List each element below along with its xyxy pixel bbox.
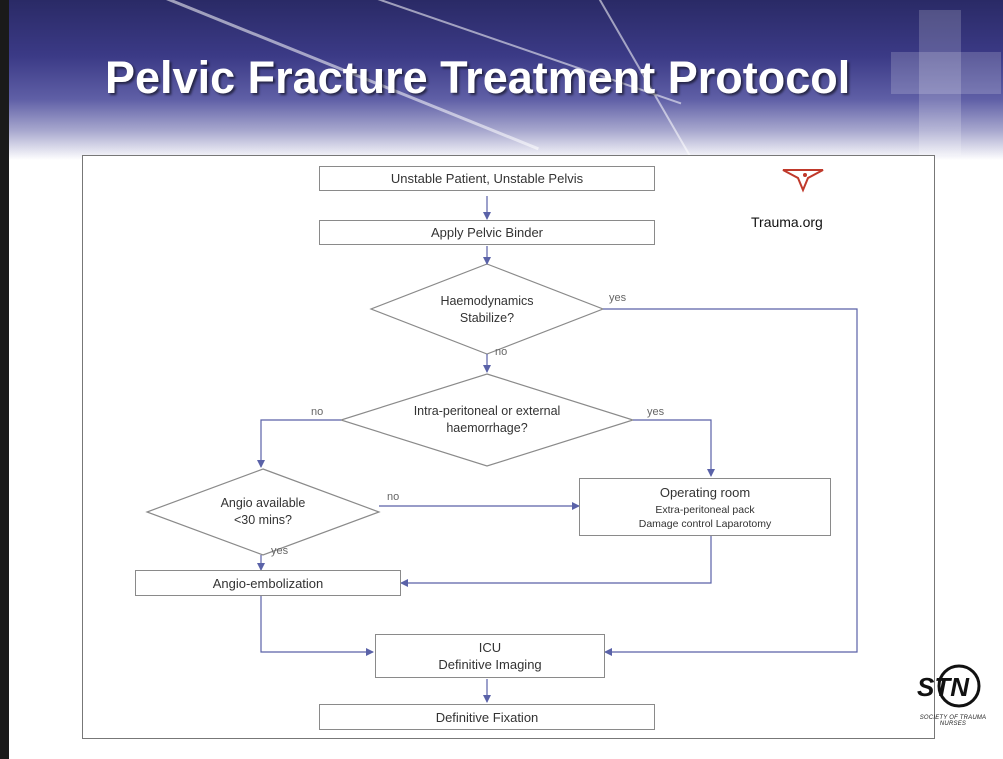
left-edge-bar [0, 0, 9, 759]
edge-label-haemo-yes: yes [609, 292, 627, 304]
node-label: ICU [478, 640, 502, 655]
decision-label-line: haemorrhage? [446, 421, 528, 435]
arrow-embolization-to-icu [260, 596, 374, 656]
node-unstable-patient: Unstable Patient, Unstable Pelvis [319, 166, 655, 191]
node-label: Definitive Fixation [435, 709, 539, 725]
decision-label-line: <30 mins? [233, 513, 293, 527]
decision-label-line: Intra-peritoneal or external [413, 404, 561, 418]
decision-diamond-angio [145, 468, 381, 556]
decision-label-line: Stabilize? [459, 311, 515, 325]
edge-label-intra-yes: yes [647, 406, 665, 418]
node-subtext: Damage control Laparotomy [638, 517, 772, 530]
node-label: Definitive Imaging [438, 657, 542, 672]
node-title: Operating room [659, 484, 751, 500]
pelvis-logo-icon [782, 169, 824, 193]
trauma-org-credit: Trauma.org [751, 214, 823, 230]
decision-diamond-haemorrhage [339, 373, 635, 467]
decision-label-haemodynamics: Haemodynamics Stabilize? [407, 293, 567, 327]
edge-label-intra-no: no [311, 406, 324, 418]
node-label: Apply Pelvic Binder [431, 225, 543, 240]
node-label: Angio-embolization [212, 575, 324, 591]
edge-label-angio-yes: yes [271, 545, 289, 557]
arrow-haemo-yes [603, 308, 858, 656]
node-subtext: Extra-peritoneal pack [655, 503, 755, 516]
decision-label-line: Haemodynamics [440, 294, 534, 308]
node-apply-binder: Apply Pelvic Binder [319, 220, 655, 245]
decision-label-angio: Angio available <30 mins? [183, 495, 343, 529]
stn-logo-text: STN [917, 672, 970, 702]
node-definitive-fixation: Definitive Fixation [319, 704, 655, 730]
stn-logo-subtext: SOCIETY OF TRAUMA NURSES [919, 715, 987, 727]
decision-label-haemorrhage: Intra-peritoneal or external haemorrhage… [357, 403, 617, 437]
slide-title: Pelvic Fracture Treatment Protocol [105, 52, 851, 103]
arrow-or-to-embolization [400, 536, 712, 587]
node-label: Unstable Patient, Unstable Pelvis [390, 171, 584, 186]
arrow-intra-yes [633, 419, 715, 477]
slide-header [9, 0, 1003, 160]
cross-decoration [919, 10, 961, 155]
decision-label-line: Angio available [220, 496, 306, 510]
node-operating-room: Operating room Extra-peritoneal pack Dam… [579, 478, 831, 536]
edge-label-angio-no: no [387, 491, 400, 503]
edge-label-haemo-no: no [495, 346, 508, 358]
flowchart-panel: Unstable Patient, Unstable Pelvis Apply … [82, 155, 935, 739]
arrow-intra-no [257, 419, 341, 468]
stn-logo: STN [917, 664, 981, 708]
cross-decoration [891, 52, 1001, 94]
node-angio-embolization: Angio-embolization [135, 570, 401, 596]
node-icu: ICU Definitive Imaging [375, 634, 605, 678]
flowchart-connectors [145, 169, 858, 703]
